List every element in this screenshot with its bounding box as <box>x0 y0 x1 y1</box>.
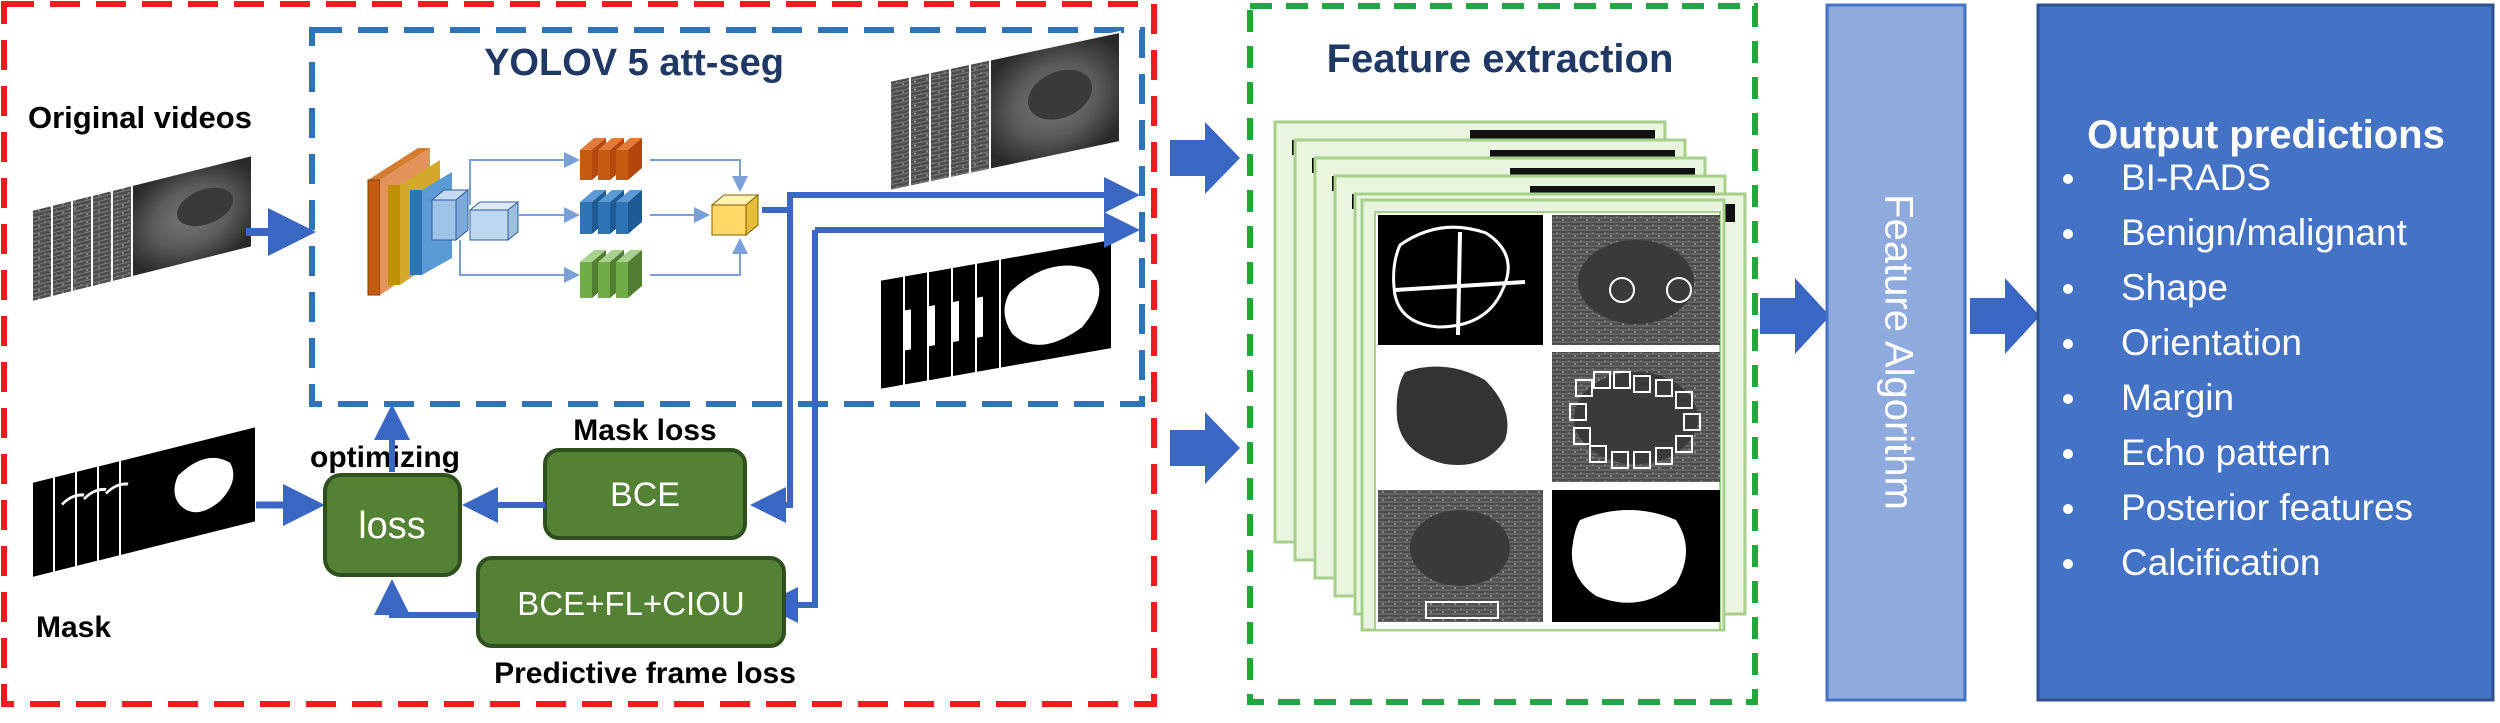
output-item: Posterior features <box>2121 487 2413 528</box>
output-predictions-box <box>2036 3 2495 702</box>
feature-algorithm-box <box>1825 3 1967 702</box>
output-item: Echo pattern <box>2121 432 2331 473</box>
segmentation-region-frame <box>1 1 1157 707</box>
network-connectors <box>459 152 748 283</box>
feature-region-frame <box>1247 3 1758 705</box>
feature-extraction-title: Feature extraction <box>1327 37 1674 81</box>
bce-box <box>543 448 747 540</box>
output-item: Calcification <box>2121 542 2320 583</box>
output-bullet <box>2063 174 2073 184</box>
segmented-video-frames <box>889 30 1121 193</box>
loss-label: loss <box>358 505 426 547</box>
output-bullet <box>2063 449 2073 459</box>
optimizing-label: optimizing <box>310 441 460 474</box>
output-item: Benign/malignant <box>2121 212 2408 253</box>
original-videos-label: Original videos <box>28 100 252 135</box>
output-bullet <box>2063 394 2073 404</box>
network-output-cube <box>710 193 760 237</box>
output-item: Margin <box>2121 377 2234 418</box>
output-list: BI-RADS Benign/malignantShapeOrientationM… <box>2063 157 2413 583</box>
to-features-upper-arrow <box>1170 122 1240 194</box>
bce-label: BCE <box>610 476 680 514</box>
frame-loss-label: Predictive frame loss <box>494 657 796 690</box>
feature-map-stack <box>1273 120 1747 632</box>
mask-loss-label: Mask loss <box>573 414 716 447</box>
loss-box <box>323 473 462 577</box>
to-features-lower-arrow <box>1170 412 1240 484</box>
combo-loss-box <box>476 556 786 648</box>
output-item: Orientation <box>2121 322 2302 363</box>
original-video-frames <box>31 153 253 304</box>
segmented-mask-frames <box>879 237 1113 392</box>
network-head-orange <box>580 138 642 180</box>
output-bullet <box>2063 229 2073 239</box>
output-bullet <box>2063 284 2073 294</box>
network-backbone <box>367 148 520 296</box>
output-bullet <box>2063 504 2073 514</box>
output-item: BI-RADS <box>2121 157 2271 198</box>
to-algorithm-arrow <box>1760 278 1830 354</box>
loss-feedback-arrows <box>374 404 545 618</box>
combo-loss-label: BCE+FL+CIOU <box>517 585 744 622</box>
output-bullet <box>2063 339 2073 349</box>
mask-frames <box>31 424 257 580</box>
yolo-title: YOLOV 5 att-seg <box>484 42 784 84</box>
output-item: Shape <box>2121 267 2228 308</box>
mask-label: Mask <box>36 611 111 644</box>
output-bullet <box>2063 559 2073 569</box>
network-head-green <box>580 250 642 298</box>
feature-algorithm-label: Feature Algorithm <box>1876 194 1920 510</box>
to-output-arrow <box>1970 278 2040 354</box>
output-title: Output predictions <box>2087 113 2445 157</box>
network-head-blue <box>580 190 642 234</box>
